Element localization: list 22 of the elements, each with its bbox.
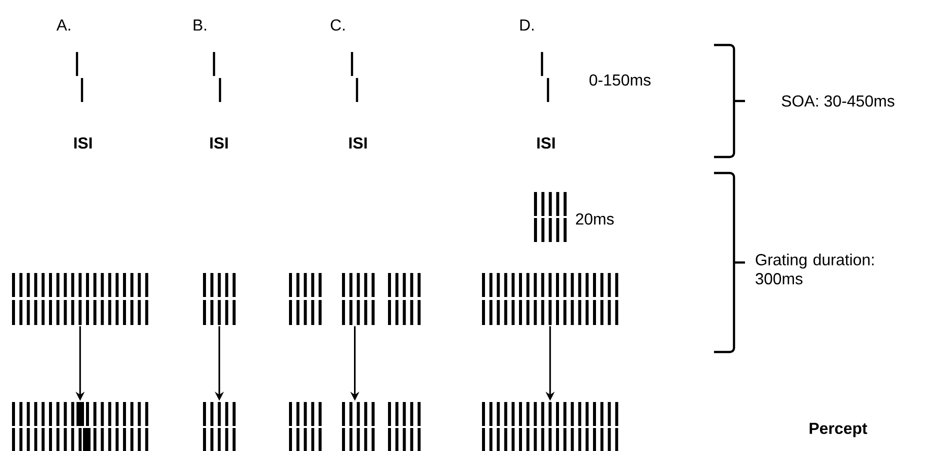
grating-drawing xyxy=(203,273,236,325)
duration-label: 20ms xyxy=(576,213,614,225)
annotation: SOA: 30-450ms xyxy=(782,95,894,107)
panel-letter: C. xyxy=(330,19,345,31)
annotation: ISI xyxy=(349,137,367,149)
grating-drawing xyxy=(289,273,421,325)
panel-letter: D. xyxy=(520,20,534,30)
grating-drawing xyxy=(12,273,148,325)
panel-letter: B. xyxy=(194,20,206,30)
grating-drawing xyxy=(534,192,567,242)
grating-drawing xyxy=(482,402,618,451)
annotation: Percept xyxy=(810,422,868,438)
annotation: Grating duration: 300ms xyxy=(756,254,874,284)
annotation: ISI xyxy=(74,137,92,149)
grating-drawing xyxy=(203,402,236,451)
grating-drawing xyxy=(482,273,618,325)
grating-drawing xyxy=(12,402,148,451)
annotation: 0-150ms xyxy=(590,74,651,86)
panel-letter: A. xyxy=(56,20,70,30)
grating-drawing xyxy=(289,402,421,451)
annotation: ISI xyxy=(537,137,555,149)
annotation: ISI xyxy=(210,137,228,149)
